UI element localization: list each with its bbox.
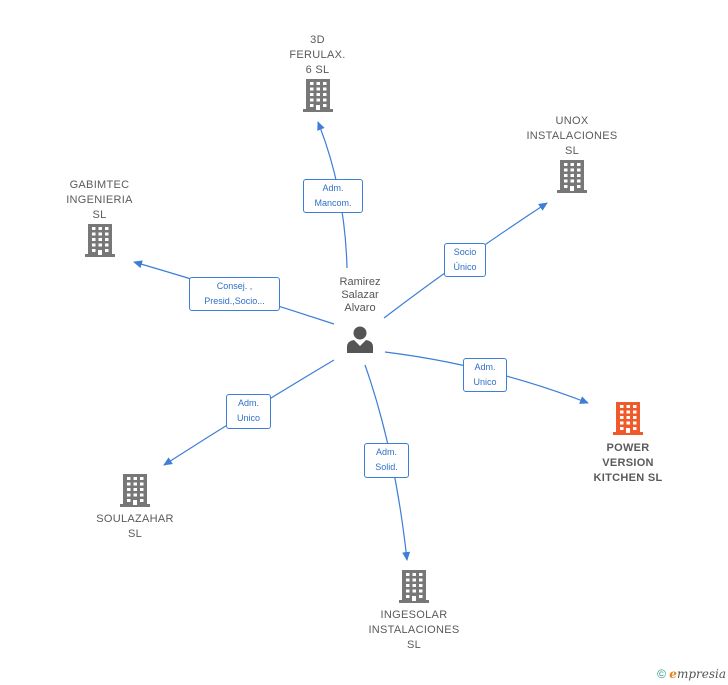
role-label-ingesolar[interactable]: Adm. Solid. <box>364 443 409 478</box>
company-node-power-version-kitchen[interactable]: POWER VERSION KITCHEN SL <box>580 400 676 486</box>
company-name: POWER VERSION KITCHEN SL <box>593 442 663 484</box>
company-name: SOULAZAHAR SL <box>96 513 174 540</box>
role-label-unox[interactable]: Socio Único <box>444 243 486 277</box>
company-name: INGESOLAR INSTALACIONES SL <box>368 609 460 651</box>
company-name: 3D FERULAX. 6 SL <box>289 34 346 76</box>
building-icon <box>399 570 429 603</box>
person-icon <box>347 326 373 353</box>
company-node-gabimtec-ingenieria[interactable]: GABIMTEC INGENIERIA SL <box>52 178 147 257</box>
person-name: Ramirez Salazar Alvaro <box>339 276 381 314</box>
role-label-ferulax[interactable]: Adm. Mancom. <box>303 179 363 213</box>
role-label-power[interactable]: Adm. Unico <box>463 358 507 392</box>
empresia-footer: © empresia <box>657 667 726 681</box>
company-node-3d-ferulax[interactable]: 3D FERULAX. 6 SL <box>270 33 365 112</box>
company-name: GABIMTEC INGENIERIA SL <box>66 179 133 221</box>
building-icon <box>613 402 643 435</box>
copyright-icon: © <box>657 667 666 681</box>
role-label-soulazahar[interactable]: Adm. Unico <box>226 394 271 429</box>
brand-logo: empresia <box>669 667 726 681</box>
role-label-gabimtec[interactable]: Consej. , Presid.,Socio... <box>189 277 280 311</box>
person-node[interactable]: Ramirez Salazar Alvaro <box>315 276 405 354</box>
company-name: UNOX INSTALACIONES SL <box>526 115 618 157</box>
company-node-soulazahar[interactable]: SOULAZAHAR SL <box>85 472 185 542</box>
building-icon <box>84 224 115 257</box>
building-icon <box>120 474 150 507</box>
building-icon <box>557 160 587 193</box>
company-node-ingesolar-instalaciones[interactable]: INGESOLAR INSTALACIONES SL <box>360 568 468 653</box>
building-icon <box>302 79 333 112</box>
company-node-unox-instalaciones[interactable]: UNOX INSTALACIONES SL <box>518 114 626 193</box>
